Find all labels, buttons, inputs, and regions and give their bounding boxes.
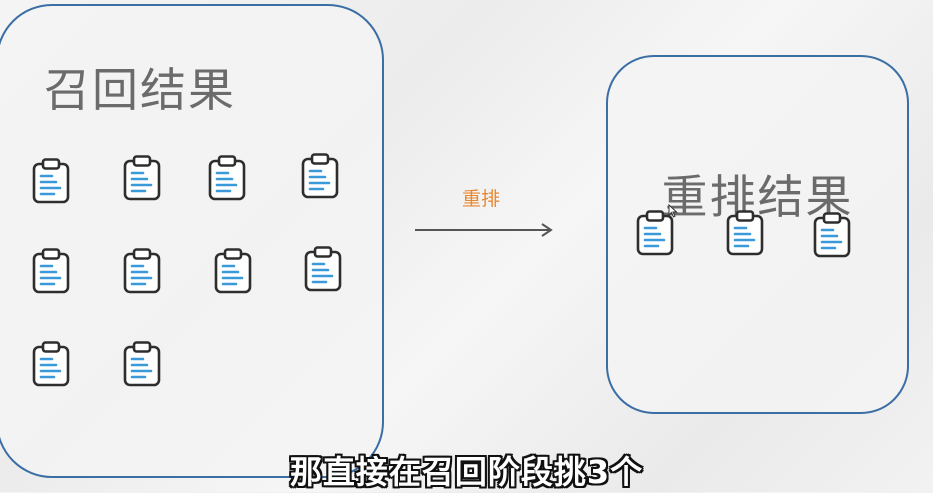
clipboard-icon [813,212,851,258]
clipboard-icon [214,248,252,294]
clipboard-icon [32,341,70,387]
recall-results-title: 召回结果 [44,63,236,117]
subtitle-caption: 那直接在召回阶段挑3个 [289,453,644,491]
clipboard-icon [208,155,246,201]
recall-results-panel: 召回结果 [0,4,384,478]
arrow-right-icon [415,223,553,237]
clipboard-icon [123,341,161,387]
clipboard-icon [301,153,339,199]
clipboard-icon [726,210,764,256]
rerank-arrow-label: 重排 [462,188,501,210]
clipboard-icon [304,246,342,292]
mouse-cursor-icon [668,204,678,218]
clipboard-icon [32,248,70,294]
clipboard-icon [123,155,161,201]
clipboard-icon [32,158,70,204]
clipboard-icon [123,248,161,294]
